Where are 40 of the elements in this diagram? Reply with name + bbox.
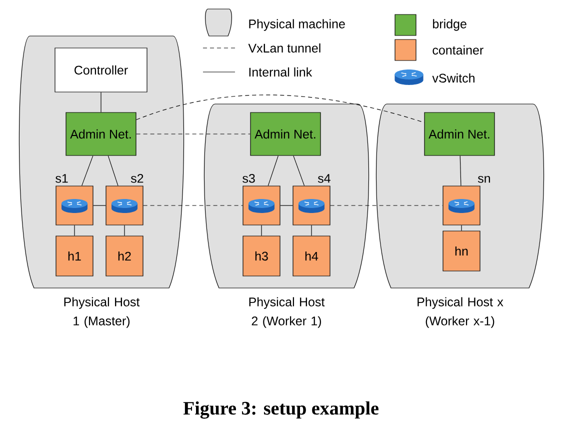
- link-line: [293, 156, 305, 186]
- link-line: [268, 156, 278, 186]
- legend-label: bridge: [433, 19, 466, 31]
- switch-label: s3: [242, 174, 255, 183]
- host-label: Physical Host x (Worker x-1): [418, 297, 504, 328]
- legend-label: Internal link: [249, 67, 312, 77]
- tunnel-line: [330, 205, 443, 206]
- bridge-box: Admin Net.: [250, 112, 321, 156]
- tunnel-line: [136, 94, 424, 123]
- container-box: h1: [56, 236, 94, 276]
- link-line: [100, 92, 102, 112]
- bridge-box: Admin Net.: [66, 112, 136, 156]
- link-line: [82, 156, 94, 186]
- link-line: [124, 225, 125, 236]
- switch-label: s4: [318, 174, 330, 183]
- link-line: [261, 225, 262, 236]
- link-line: [311, 225, 312, 236]
- controller-box: Controller: [54, 48, 148, 92]
- link-line: [461, 225, 462, 231]
- container-box: hn: [442, 230, 480, 272]
- link-line: [280, 205, 293, 206]
- link-line: [460, 156, 462, 186]
- switch-label: sn: [478, 176, 490, 183]
- bridge-box: Admin Net.: [424, 112, 495, 156]
- link-line: [108, 156, 118, 186]
- container-box: h2: [106, 236, 144, 276]
- container-box: h3: [242, 236, 280, 276]
- tunnel-line: [143, 205, 243, 206]
- switch-label: s2: [130, 174, 144, 183]
- link-line: [93, 205, 106, 206]
- legend-label: vSwitch: [432, 73, 474, 83]
- host-label: Physical Host 2 (Worker 1): [249, 297, 325, 328]
- host-label: Physical Host 1 (Master): [64, 297, 140, 328]
- legend-label: Physical machine: [249, 19, 345, 31]
- figure-caption: Figure 3: setup example: [183, 401, 378, 419]
- container-box: h4: [292, 236, 330, 276]
- legend-label: container: [432, 45, 484, 55]
- link-line: [74, 225, 75, 236]
- legend-label: VxLan tunnel: [248, 43, 320, 53]
- switch-label: s1: [56, 174, 68, 183]
